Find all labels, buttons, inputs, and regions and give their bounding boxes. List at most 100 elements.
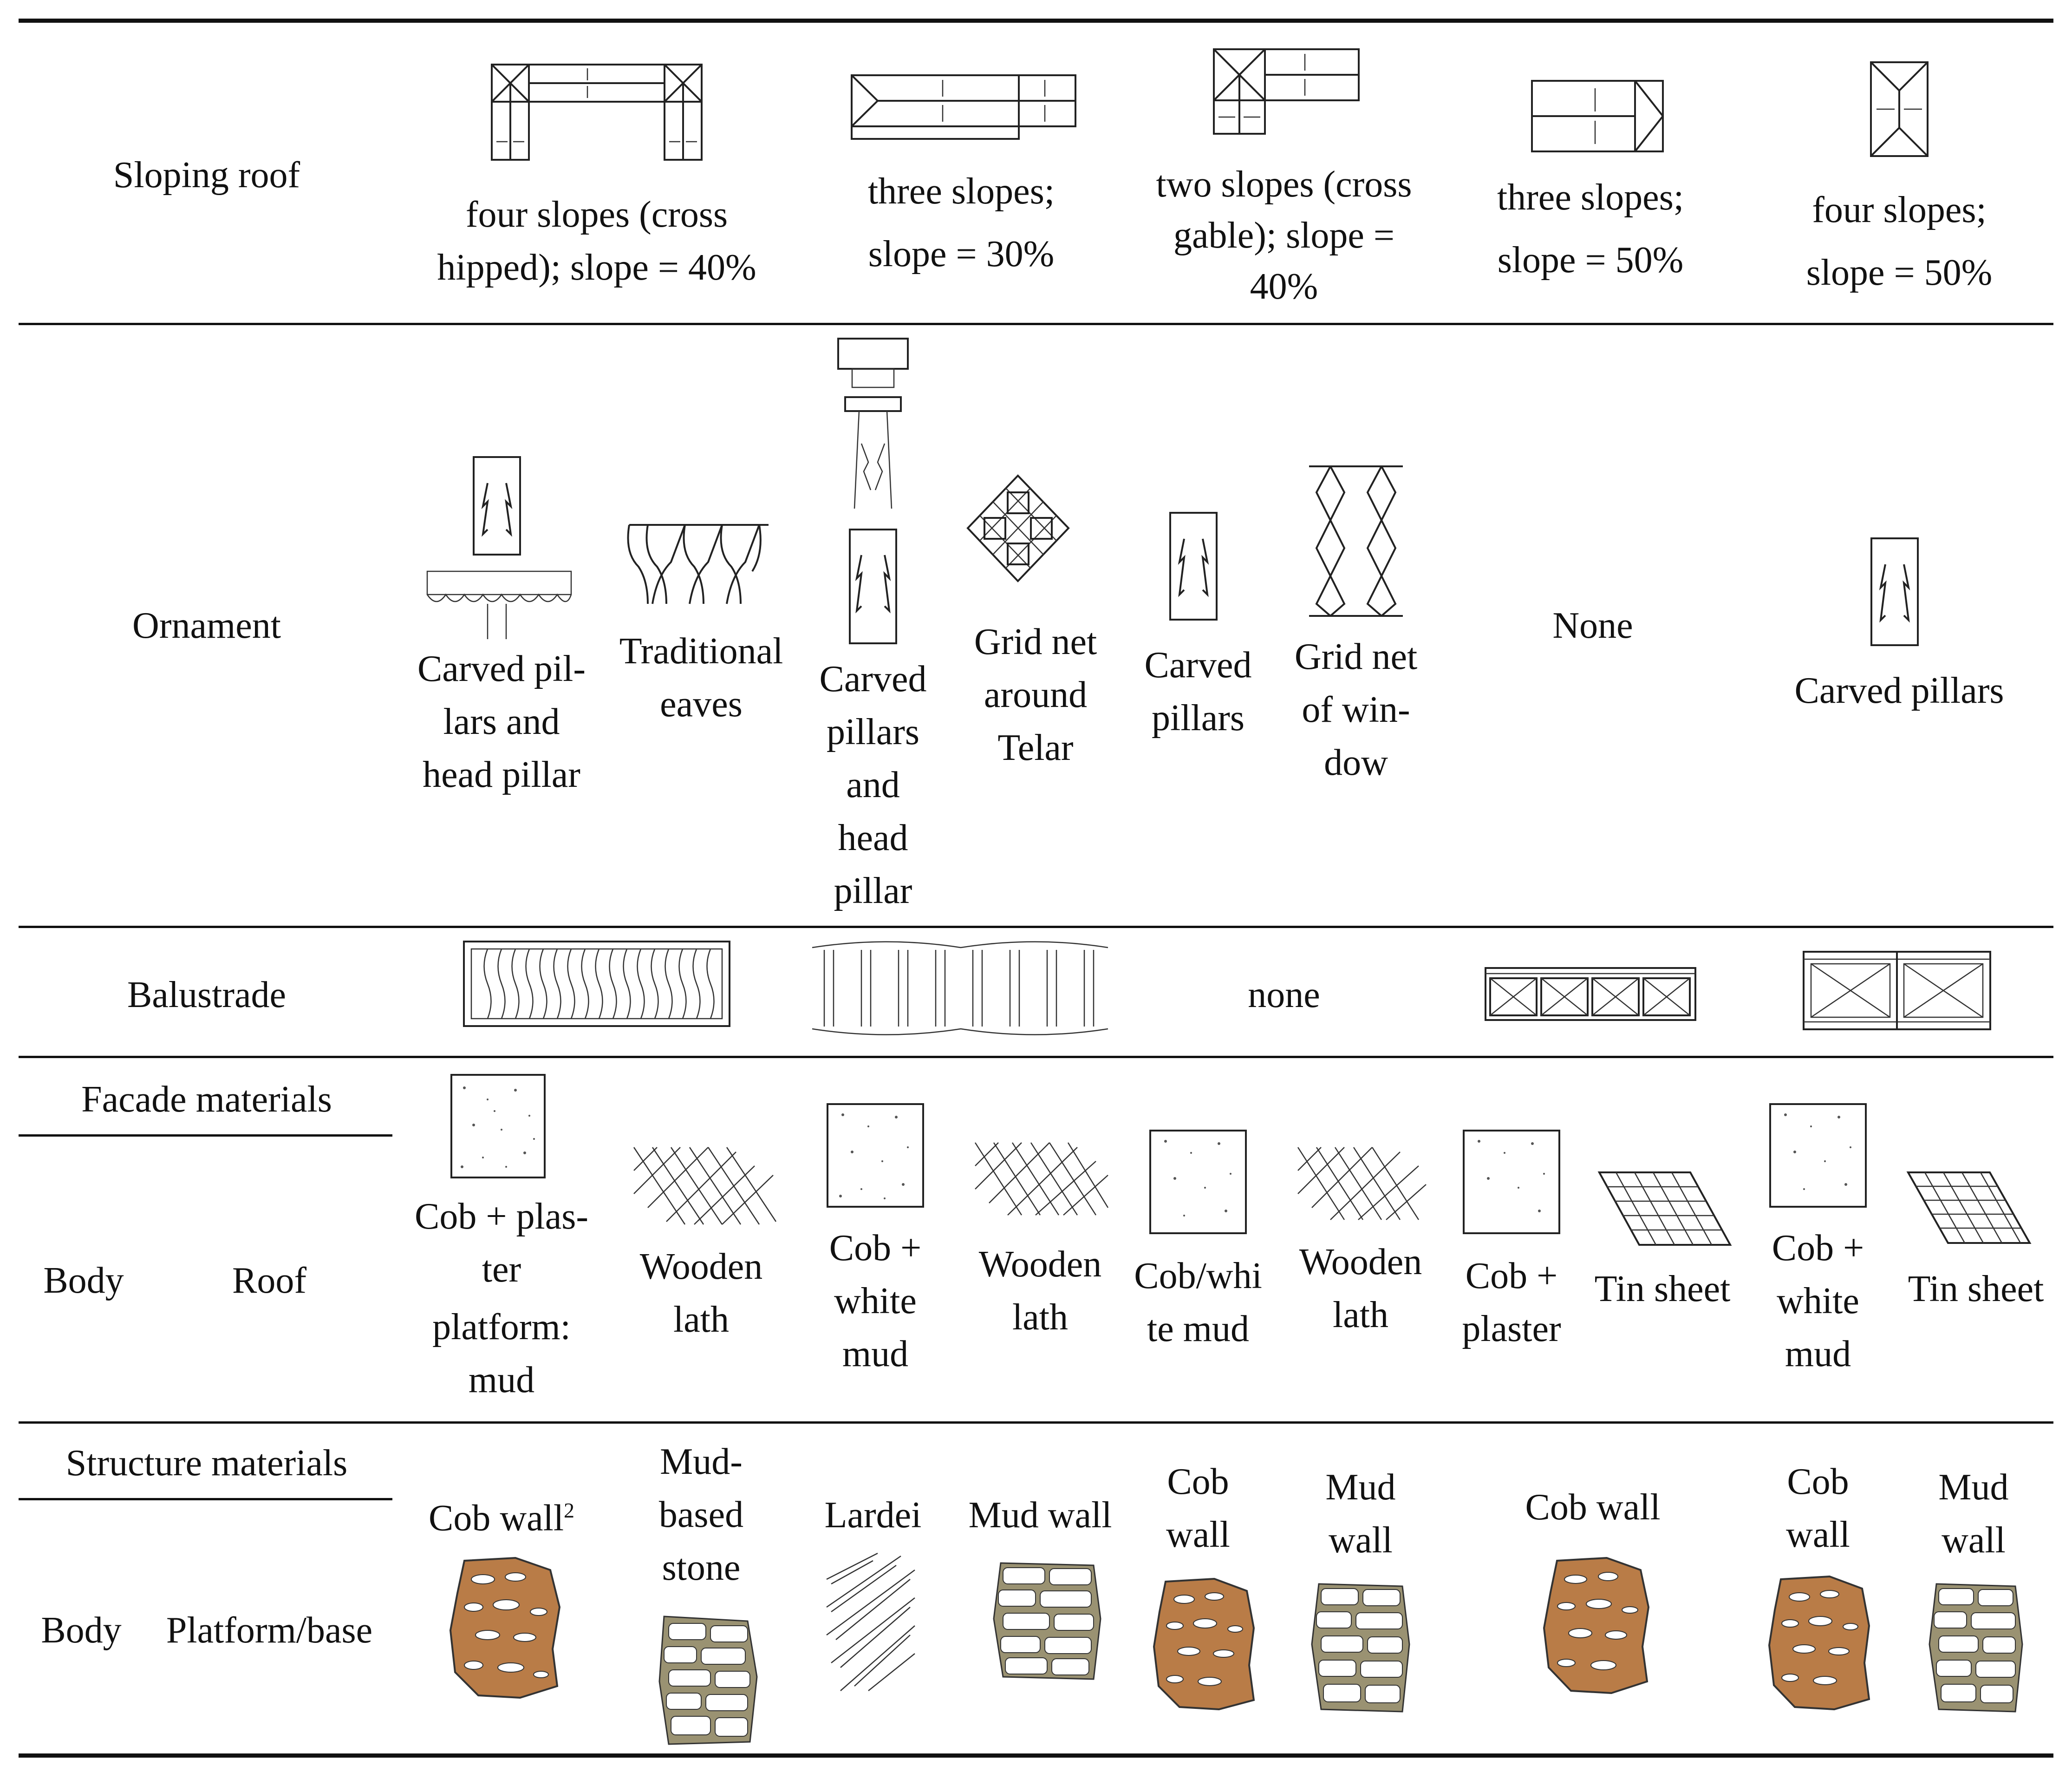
row-label-ornament: Ornament xyxy=(132,605,281,646)
cell-text: mud xyxy=(1785,1334,1851,1374)
facade-cell-8: Tin sheet xyxy=(1594,1269,1731,1309)
cell-text: around xyxy=(984,674,1088,715)
cell-text: Mud xyxy=(1938,1467,2009,1508)
balustrade-icon-cross-4 xyxy=(1485,967,1696,1021)
cell-text: and xyxy=(846,765,900,805)
cell-text: wall xyxy=(1329,1520,1393,1561)
row-divider xyxy=(19,1056,2053,1058)
balustrade-icon-turned xyxy=(812,941,1108,1035)
cell-text: mud xyxy=(842,1334,909,1374)
mud-stone-texture-icon xyxy=(658,1616,758,1745)
row-divider xyxy=(19,323,2053,325)
mud-wall-texture-icon xyxy=(1929,1583,2023,1713)
cell-text: slope = 50% xyxy=(1806,252,1993,293)
cob-wall-texture-icon xyxy=(1153,1577,1255,1711)
grid-net-telar-icon xyxy=(966,474,1070,582)
cell-text: Carved pil- xyxy=(417,648,586,689)
roof-plan-icon-three-slopes-30 xyxy=(851,74,1076,140)
cell-text: lath xyxy=(1333,1295,1388,1335)
cell-text: Cob/whi xyxy=(1134,1256,1262,1296)
cob-plaster-texture-icon xyxy=(450,1074,546,1178)
cell-text: three slopes; xyxy=(1497,177,1684,218)
cell-text: 40% xyxy=(1250,266,1318,307)
structure-cell-1: Cob wall2 xyxy=(385,1484,618,1545)
cell-text: white xyxy=(834,1281,917,1321)
structure-cell-4: Mud wall xyxy=(968,1495,1112,1536)
cell-text: three slopes; xyxy=(867,171,1055,212)
cell-text: of win- xyxy=(1302,689,1410,730)
cell-text: Carved xyxy=(819,659,927,700)
cell-text: wall xyxy=(1942,1520,2006,1561)
cell-text: pillar xyxy=(834,870,912,911)
cell-text: head pillar xyxy=(423,754,580,795)
cell-text: gable); slope = xyxy=(1173,215,1395,256)
cell-text: Cob + xyxy=(1465,1256,1558,1296)
carved-pillar-icon-right xyxy=(1870,537,1919,646)
roof-plan-icon-cross-hipped xyxy=(491,64,703,161)
head-pillar-icon xyxy=(837,338,909,644)
row-label-structure-materials: Structure materials xyxy=(65,1443,348,1484)
cell-text: Cob xyxy=(1167,1461,1229,1502)
cob-wall-texture-icon xyxy=(1543,1557,1650,1694)
cell-text: Wooden xyxy=(1299,1242,1422,1282)
cell-text: wall xyxy=(1166,1514,1230,1555)
structure-sub-body: Body xyxy=(41,1610,122,1651)
cell-text: four slopes; xyxy=(1812,190,1987,230)
cell-text: four slopes (cross xyxy=(465,194,728,235)
cell-text: te mud xyxy=(1147,1308,1249,1349)
cell-text: slope = 30% xyxy=(868,234,1055,275)
cell-text: wall xyxy=(1786,1514,1850,1555)
ornament-none-text: None xyxy=(1552,605,1633,646)
mud-wall-texture-icon xyxy=(993,1562,1101,1680)
cell-text: pillars xyxy=(827,712,919,752)
cell-text: Cob wall xyxy=(428,1498,564,1539)
cell-text: Carved xyxy=(1144,645,1252,686)
cell-text: hipped); slope = 40% xyxy=(437,247,756,288)
cell-text: Wooden xyxy=(978,1244,1102,1285)
roof-plan-icon-four-slopes-50 xyxy=(1870,61,1929,157)
cell-text: Cob + xyxy=(829,1228,922,1269)
facade-sub-roof: Roof xyxy=(232,1260,306,1301)
cell-text: Grid net xyxy=(1294,636,1418,677)
cell-text: Grid net xyxy=(974,621,1097,662)
cell-text: eaves xyxy=(660,684,743,725)
cell-text: Mud xyxy=(1325,1467,1396,1508)
cell-text: Traditional xyxy=(619,631,783,672)
cell-text: lath xyxy=(673,1299,729,1340)
roof-plan-icon-cross-gable xyxy=(1213,48,1360,135)
structure-cell-3: Lardei xyxy=(824,1495,922,1536)
cell-text: lath xyxy=(1012,1297,1068,1338)
cell-text: plaster xyxy=(1462,1308,1561,1349)
row-label-sloping-roof: Sloping roof xyxy=(113,155,300,196)
row-label-facade-materials: Facade materials xyxy=(81,1079,332,1120)
cell-text: head xyxy=(838,818,908,858)
cell-text: Cob + xyxy=(1772,1228,1864,1269)
mud-wall-texture-icon xyxy=(1311,1583,1410,1713)
row-label-balustrade: Balustrade xyxy=(127,975,287,1015)
facade-subheader-rule xyxy=(19,1134,392,1137)
tin-sheet-texture-icon xyxy=(1906,1171,2032,1244)
cob-wall-texture-icon xyxy=(1768,1575,1870,1711)
structure-sub-platform: Platform/base xyxy=(166,1610,373,1651)
wooden-lath-texture-icon xyxy=(1297,1147,1427,1220)
structure-cell-7: Cob wall xyxy=(1525,1487,1661,1528)
cell-text: Wooden xyxy=(639,1246,763,1287)
cell-text: slope = 50% xyxy=(1497,240,1684,281)
cob-white-mud-texture-icon xyxy=(1769,1103,1867,1208)
cob-white-mud-texture-icon xyxy=(1149,1130,1247,1234)
structure-subheader-rule xyxy=(19,1498,392,1500)
roof-plan-icon-three-slopes-50 xyxy=(1531,80,1664,152)
cell-text: Cob xyxy=(1787,1461,1849,1502)
tin-sheet-texture-icon xyxy=(1597,1171,1732,1246)
table-top-rule xyxy=(19,19,2053,23)
carved-pillar-head-icon xyxy=(426,456,572,639)
lardei-texture-icon xyxy=(826,1552,915,1691)
facade-sub-body: Body xyxy=(43,1260,124,1301)
cell-text: Cob + plas- xyxy=(415,1196,588,1237)
cob-plaster-texture-icon xyxy=(1463,1130,1560,1234)
balustrade-none-text: none xyxy=(1248,975,1320,1015)
cell-text: two slopes (cross xyxy=(1156,164,1412,205)
cell-text: platform: xyxy=(432,1307,571,1347)
row-divider xyxy=(19,926,2053,928)
cell-text: Telar xyxy=(997,727,1074,768)
